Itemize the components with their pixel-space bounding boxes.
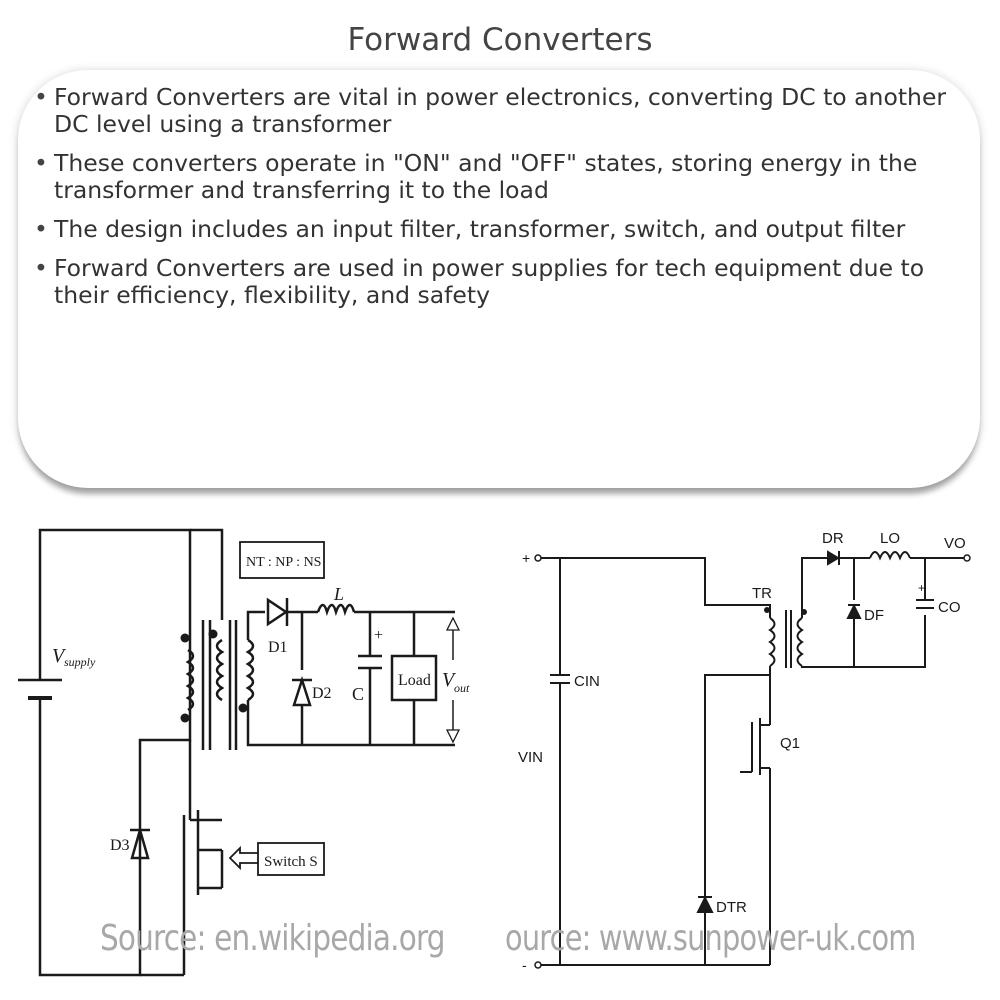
vin-label: VIN	[518, 749, 543, 766]
vo-label: VO	[944, 535, 966, 552]
co-plus-label: +	[918, 581, 925, 595]
capacitor-plus-label: +	[374, 627, 383, 644]
vsupply-sub: supply	[64, 655, 96, 669]
vout-sub: out	[454, 681, 470, 695]
inductor-l-label: L	[333, 584, 344, 604]
q1-label: Q1	[780, 735, 800, 752]
bullet-list: Forward Converters are vital in power el…	[34, 84, 974, 321]
vin-minus-label: -	[522, 957, 527, 973]
tr-label: TR	[752, 585, 772, 602]
bullet-item: Forward Converters are used in power sup…	[34, 255, 974, 309]
dtr-label: DTR	[716, 899, 747, 916]
d2-label: D2	[312, 685, 332, 702]
bullet-item: Forward Converters are vital in power el…	[34, 84, 974, 138]
vin-plus-label: +	[522, 550, 530, 566]
forward-converter-schematic-right: + - + DR LO VO TR DF CO CIN VIN Q1 DTR	[518, 530, 971, 973]
load-label: Load	[398, 672, 431, 689]
source-credit-right: ource: www.sunpower-uk.com	[505, 918, 916, 959]
bullet-item: The design includes an input filter, tra…	[34, 216, 974, 244]
vout-label: V	[442, 669, 457, 691]
d3-label: D3	[110, 837, 130, 854]
source-credit-left: Source: en.wikipedia.org	[100, 918, 445, 959]
bullet-item: These converters operate in "ON" and "OF…	[34, 150, 974, 204]
cin-label: CIN	[574, 673, 600, 690]
turns-ratio-label: NT : NP : NS	[246, 555, 321, 570]
forward-converter-schematic-left: V supply NT : NP : NS L D1 D2 C + Load V…	[18, 528, 470, 977]
lo-label: LO	[880, 530, 900, 547]
page-title: Forward Converters	[347, 22, 653, 58]
vsupply-label: V	[52, 645, 67, 667]
dr-label: DR	[822, 530, 844, 547]
capacitor-c-label: C	[352, 684, 364, 704]
co-label: CO	[938, 599, 961, 616]
switch-s-label: Switch S	[264, 854, 318, 870]
d1-label: D1	[268, 639, 288, 656]
df-label: DF	[864, 607, 884, 624]
